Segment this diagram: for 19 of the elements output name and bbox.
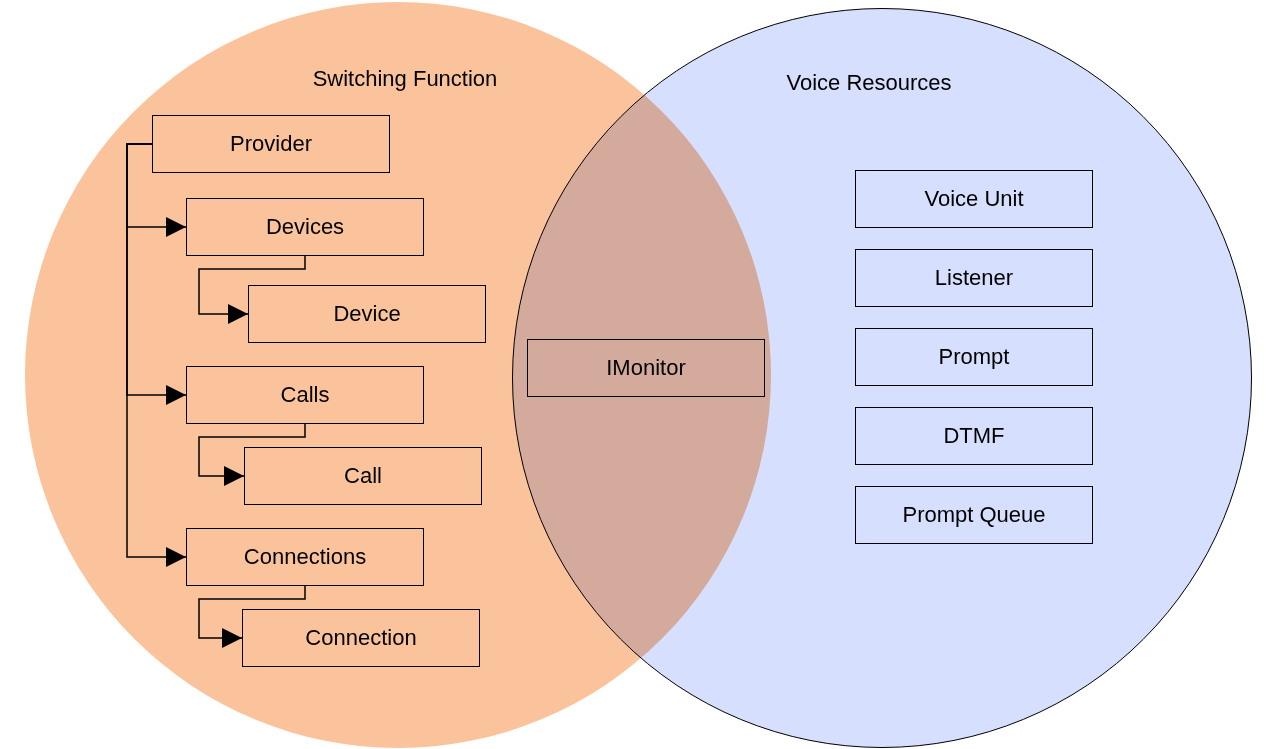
object-box: Devices bbox=[186, 198, 424, 256]
object-box: Prompt Queue bbox=[855, 486, 1093, 544]
object-box: Prompt bbox=[855, 328, 1093, 386]
object-box: IMonitor bbox=[527, 339, 765, 397]
circle-heading: Switching Function bbox=[312, 66, 498, 92]
object-box: Device bbox=[248, 285, 486, 343]
object-box: Voice Unit bbox=[855, 170, 1093, 228]
arrow bbox=[126, 143, 187, 567]
object-box: Provider bbox=[152, 115, 390, 173]
object-box: Calls bbox=[186, 366, 424, 424]
arrow bbox=[198, 255, 306, 324]
circle-heading: Voice Resources bbox=[786, 70, 952, 96]
object-box: Connections bbox=[186, 528, 424, 586]
object-box: Listener bbox=[855, 249, 1093, 307]
object-box: DTMF bbox=[855, 407, 1093, 465]
arrow bbox=[198, 423, 306, 486]
arrow bbox=[198, 585, 306, 648]
object-box: Connection bbox=[242, 609, 480, 667]
object-box: Call bbox=[244, 447, 482, 505]
